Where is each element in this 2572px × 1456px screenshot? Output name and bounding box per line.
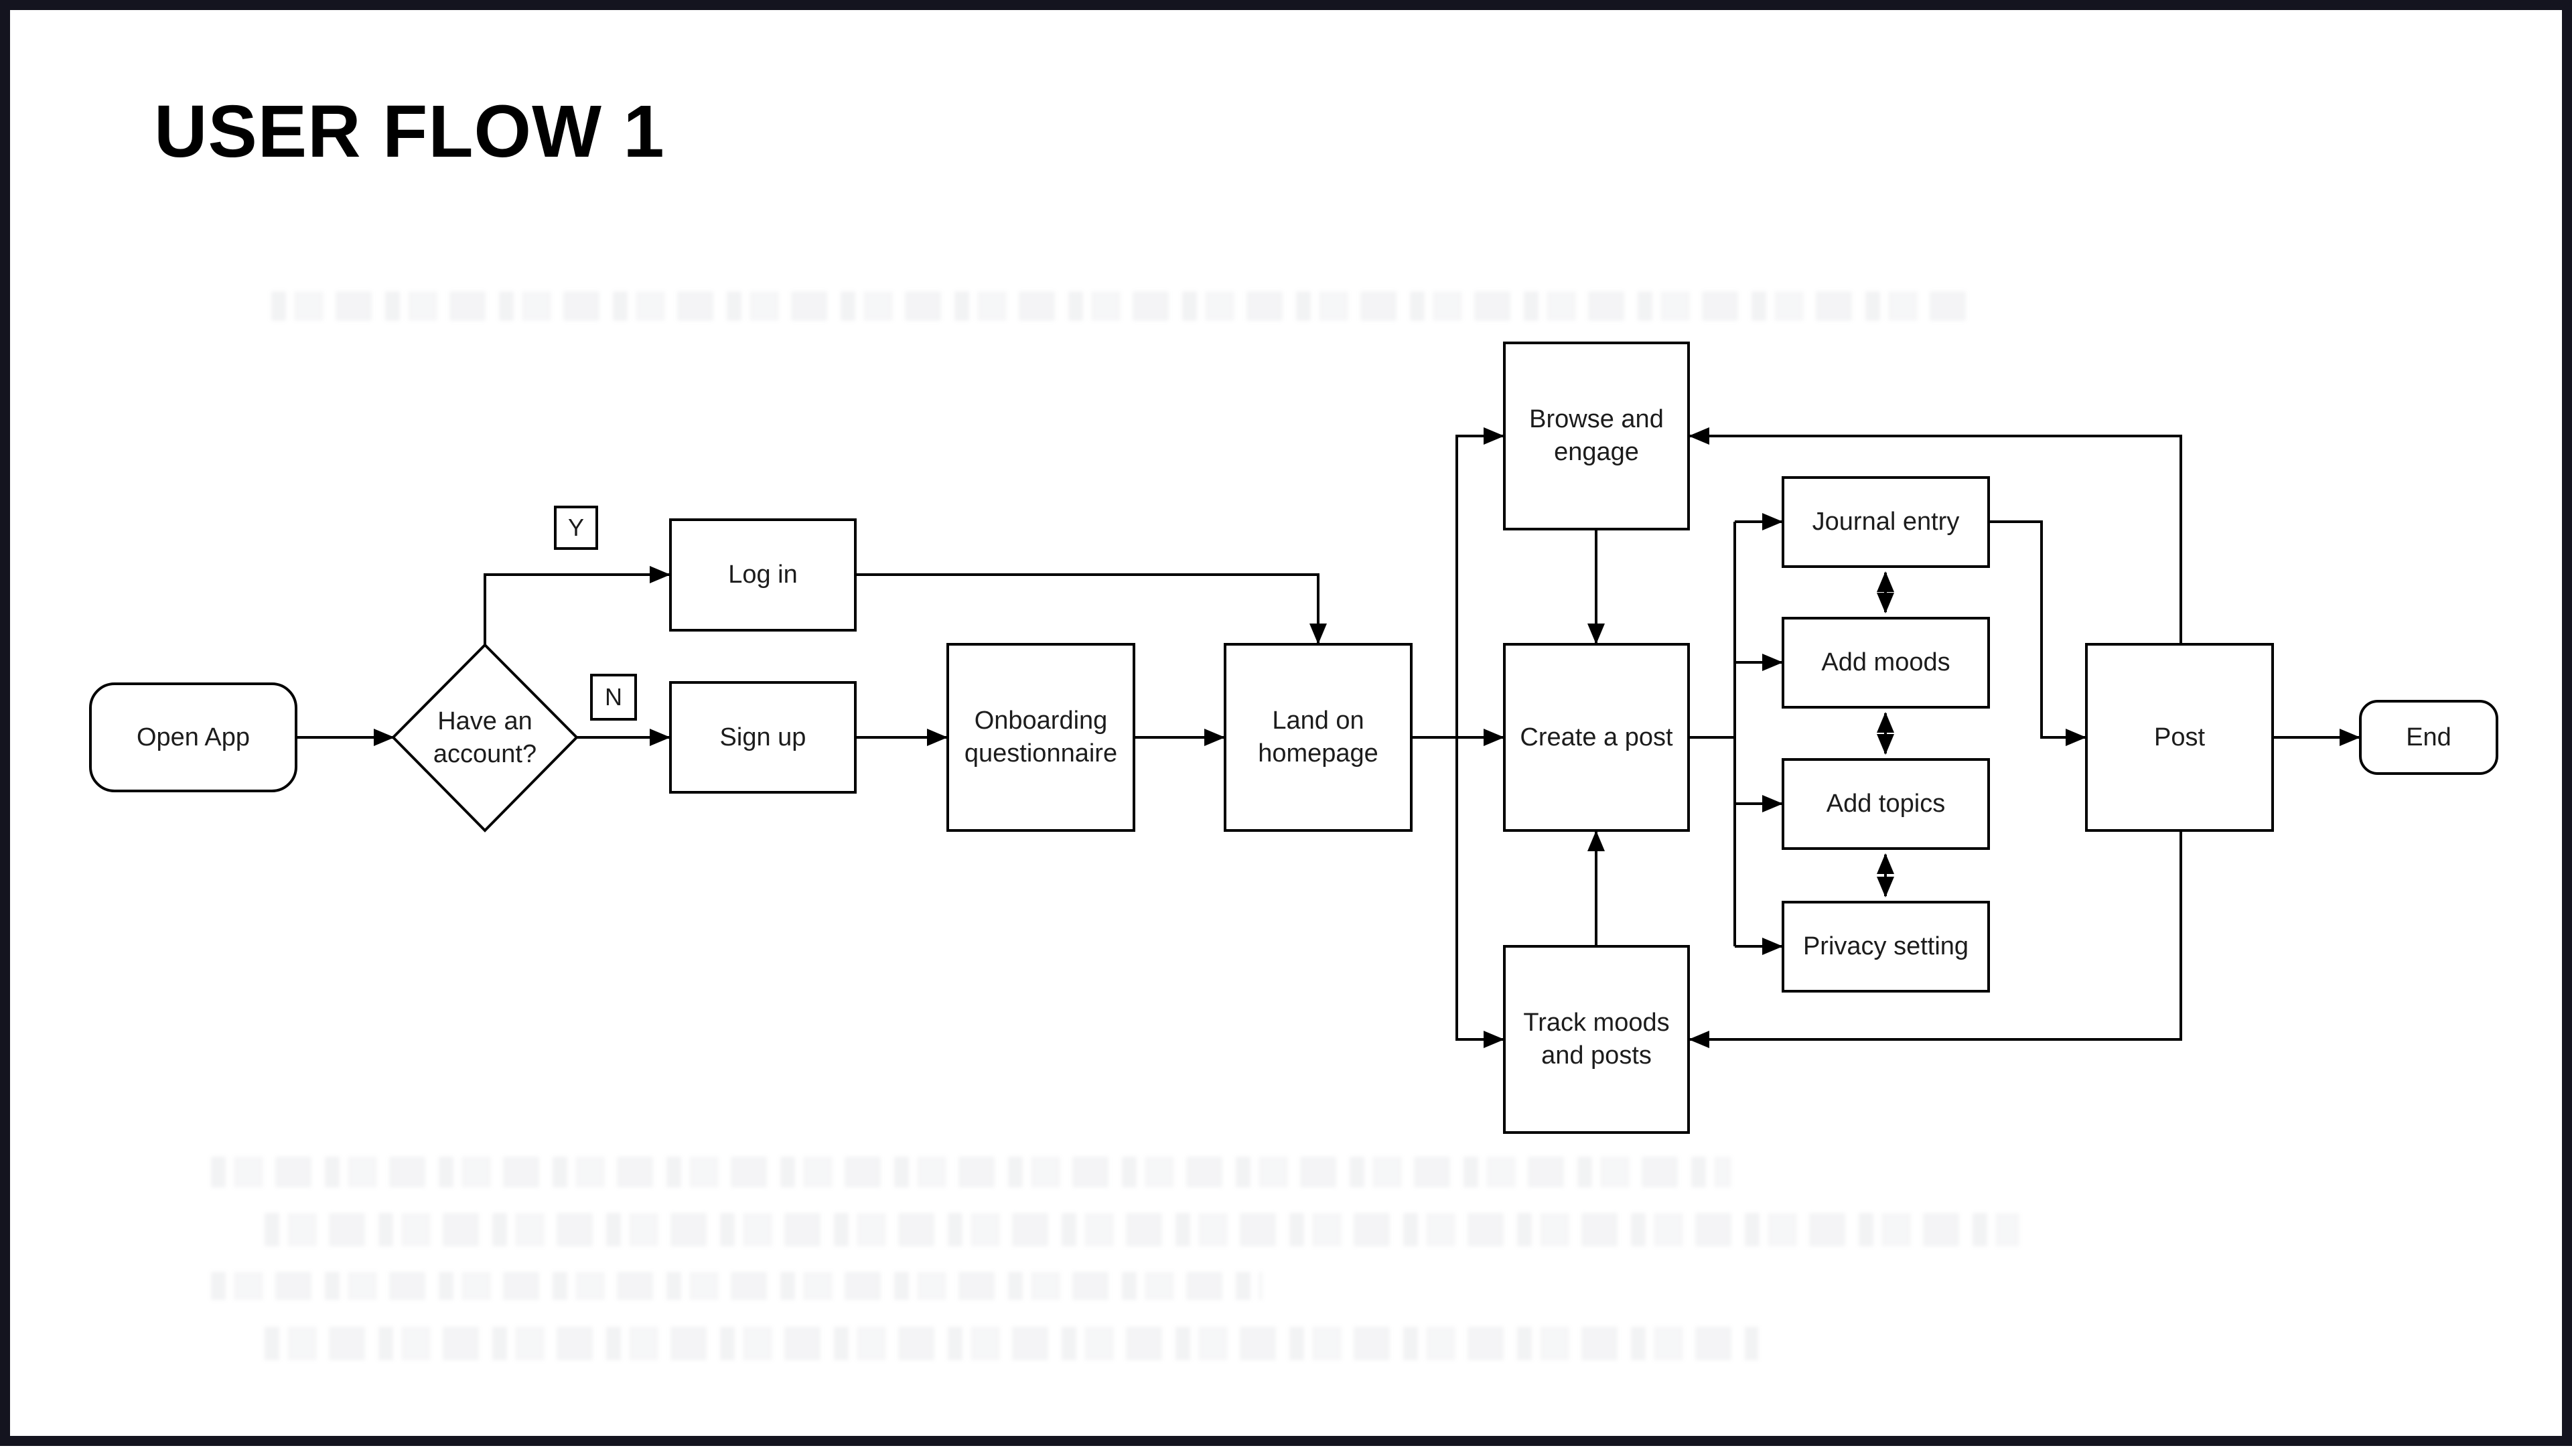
node-add-topics: Add topics [1782,758,1990,850]
node-log-in: Log in [669,518,857,632]
node-label: Log in [728,561,798,589]
branch-label-yes: Y [554,506,598,550]
node-have-account: Have an account? [393,645,577,830]
node-privacy-setting: Privacy setting [1782,901,1990,993]
node-post: Post [2085,643,2274,832]
node-onboarding-questionnaire: Onboarding questionnaire [946,643,1135,832]
node-label: Land on homepage [1258,707,1378,768]
node-create-a-post: Create a post [1503,643,1690,832]
node-journal-entry: Journal entry [1782,476,1990,568]
node-end: End [2359,700,2498,775]
node-label: Journal entry [1812,508,1960,536]
node-open-app: Open App [89,682,297,792]
node-label: Browse and engage [1529,405,1664,466]
node-sign-up: Sign up [669,681,857,794]
decision-diamond-shape [391,643,579,832]
node-label: Privacy setting [1802,932,1969,961]
node-label: End [2406,723,2451,751]
branch-label-no: N [590,674,637,721]
node-add-moods: Add moods [1782,617,1990,709]
node-browse-and-engage: Browse and engage [1503,342,1690,530]
faded-text-line [211,1157,1731,1187]
node-label: Track moods and posts [1523,1009,1670,1070]
node-label: Create a post [1520,723,1673,751]
page-title: USER FLOW 1 [154,90,665,173]
connector-layer [297,427,2360,1048]
node-label: Sign up [719,723,806,751]
node-label: Add topics [1826,790,1946,818]
node-label: Add moods [1821,648,1950,677]
node-land-on-homepage: Land on homepage [1224,643,1413,832]
node-label: Y [567,513,584,541]
node-label: Have an account? [433,707,537,768]
node-label: Post [2153,723,2206,751]
node-label: N [605,682,622,711]
faded-text-line [271,291,1966,321]
node-label: Onboarding questionnaire [964,707,1118,768]
faded-text-line [211,1272,1263,1300]
node-label: Open App [136,723,251,751]
node-track-moods-and-posts: Track moods and posts [1503,945,1690,1134]
faded-text-line [265,1327,1758,1360]
faded-text-line [265,1213,2019,1246]
